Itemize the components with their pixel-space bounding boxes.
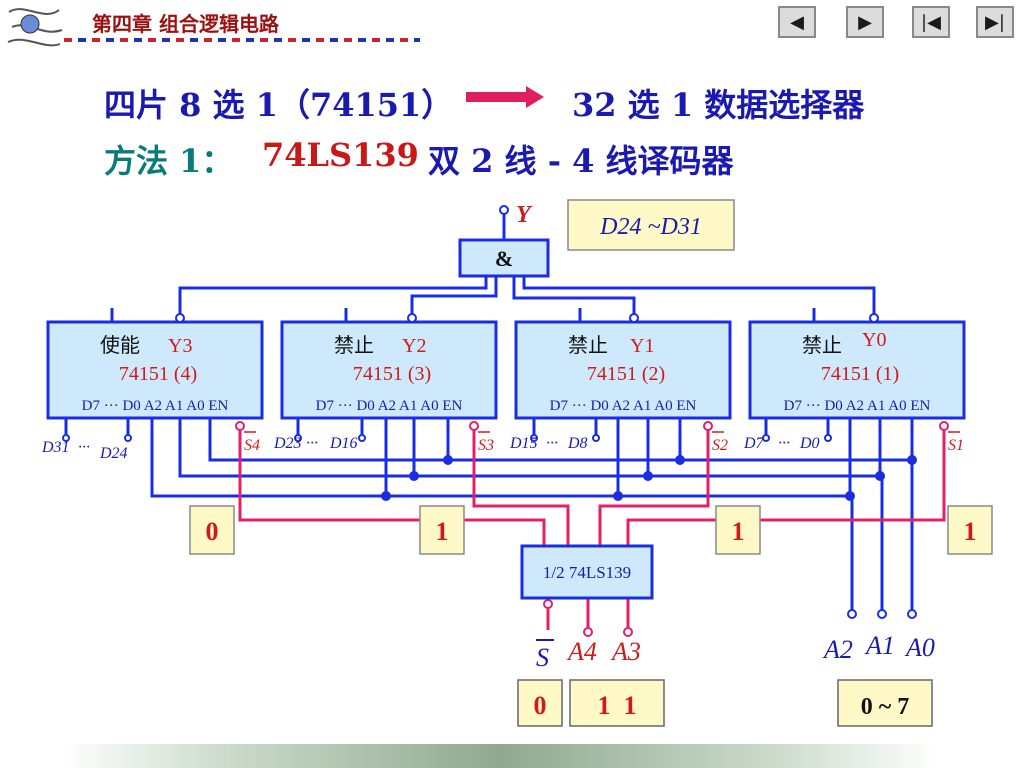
last-icon: ▶| [985,11,1005,33]
svg-text:A1: A1 [864,631,895,660]
svg-text:D7 ··· D0 A2 A1 A0 EN: D7 ··· D0 A2 A1 A0 EN [316,398,463,414]
first-icon: |◀ [921,11,941,33]
svg-text:74151 (4): 74151 (4) [119,363,197,385]
svg-text:···: ··· [306,435,318,452]
svg-text:S2: S2 [712,437,728,454]
method-desc: 双 2 线 - 4 线译码器 [428,142,734,180]
header-dashes [64,38,420,42]
svg-text:D24: D24 [99,445,128,462]
method-label: 方法 1： [104,142,234,180]
svg-text:1: 1 [436,517,449,546]
method-chip: 74LS139 [262,136,419,174]
chip-74151-2: 禁止 Y1 74151 (2) D7 ··· D0 A2 A1 A0 EN [514,320,732,420]
svg-text:禁止: 禁止 [334,334,374,357]
svg-text:A2: A2 [822,635,853,664]
svg-text:···: ··· [778,435,790,452]
svg-text:S4: S4 [244,437,260,454]
svg-text:Y2: Y2 [402,335,426,357]
header-logo [4,2,64,52]
svg-text:禁止: 禁止 [802,334,842,357]
addr-range-value: 0 ~ 7 [861,694,909,720]
prev-icon: ◀ [790,11,804,33]
decoder-label: 1/2 74LS139 [543,563,631,582]
svg-text:···: ··· [78,439,90,456]
data-range-box: D24 ~D31 [599,214,702,240]
a4a3-value: 1 1 [598,691,637,720]
svg-text:D0: D0 [799,435,820,452]
svg-text:D7: D7 [743,435,765,452]
heading-right: 32 选 1 数据选择器 [572,86,865,124]
arrow-icon [466,86,546,112]
svg-text:A4: A4 [566,637,597,666]
ornament-icon [7,8,63,47]
s-value: 0 [534,691,547,720]
svg-text:74151 (3): 74151 (3) [353,363,431,385]
chip-74151-1: 禁止 Y0 74151 (1) D7 ··· D0 A2 A1 A0 EN [748,320,966,420]
output-y-label: Y [516,202,533,228]
svg-text:S3: S3 [478,437,494,454]
footer-decoration [60,744,940,768]
first-button[interactable]: |◀ [912,6,950,38]
next-icon: ▶ [858,11,872,33]
svg-text:D8: D8 [567,435,588,452]
prev-button[interactable]: ◀ [778,6,816,38]
svg-text:D7 ··· D0 A2 A1 A0 EN: D7 ··· D0 A2 A1 A0 EN [82,398,229,414]
svg-text:D23: D23 [273,435,302,452]
svg-text:S1: S1 [948,437,964,454]
svg-text:74151 (2): 74151 (2) [587,363,665,385]
svg-text:1: 1 [732,517,745,546]
svg-text:1: 1 [964,517,977,546]
next-button[interactable]: ▶ [846,6,884,38]
svg-text:禁止: 禁止 [568,334,608,357]
svg-text:D7 ··· D0 A2 A1 A0 EN: D7 ··· D0 A2 A1 A0 EN [784,398,931,414]
svg-text:D31: D31 [41,439,70,456]
svg-text:0: 0 [206,517,219,546]
svg-text:D7 ··· D0 A2 A1 A0 EN: D7 ··· D0 A2 A1 A0 EN [550,398,697,414]
and-gate-label: & [495,246,513,271]
svg-text:S: S [536,643,549,672]
svg-text:使能: 使能 [100,334,140,357]
heading-left: 四片 8 选 1（74151） [104,86,454,124]
last-button[interactable]: ▶| [976,6,1014,38]
svg-text:D15: D15 [509,435,538,452]
svg-text:Y0: Y0 [862,329,886,351]
svg-text:A0: A0 [904,633,935,662]
svg-text:Y3: Y3 [168,335,192,357]
chip-74151-3: 禁止 Y2 74151 (3) D7 ··· D0 A2 A1 A0 EN [280,320,498,420]
svg-text:A3: A3 [610,637,641,666]
svg-text:···: ··· [546,435,558,452]
svg-text:74151 (1): 74151 (1) [821,363,899,385]
chapter-title: 第四章 组合逻辑电路 [92,12,279,36]
svg-text:D16: D16 [329,435,358,452]
svg-text:Y1: Y1 [630,335,654,357]
chip-74151-4: 使能 Y3 74151 (4) D7 ··· D0 A2 A1 A0 EN [46,320,264,420]
